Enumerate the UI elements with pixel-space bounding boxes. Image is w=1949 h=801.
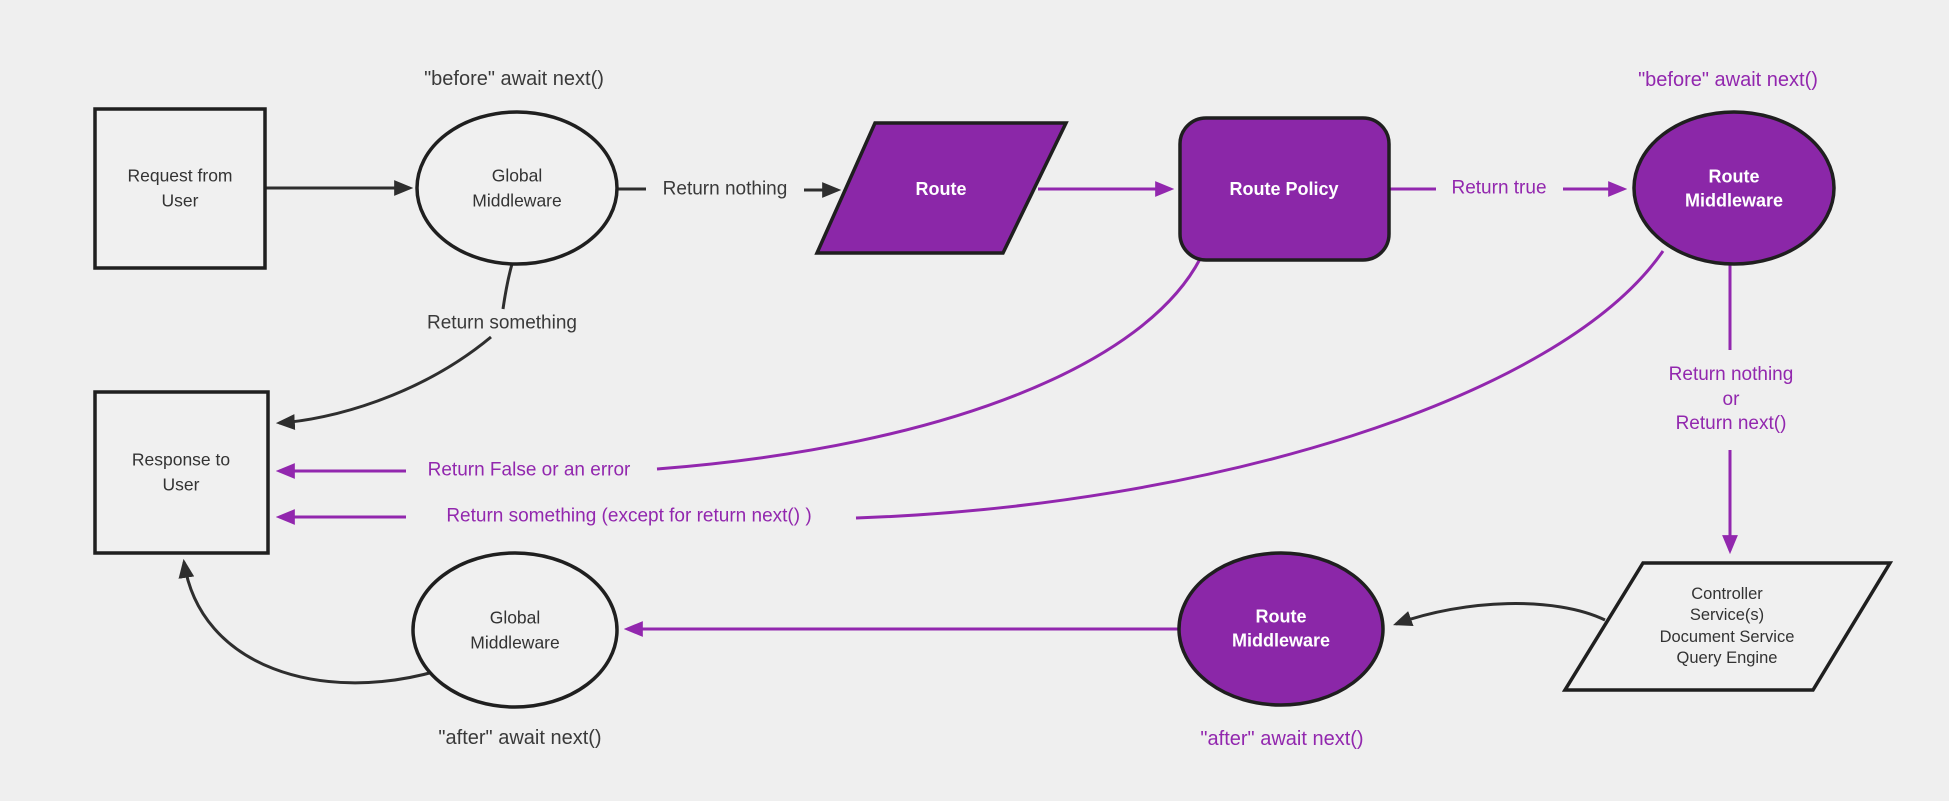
label-return-false-or-an-error: Return False or an error [427, 459, 631, 481]
node-route-middleware-bottom-shape [1177, 551, 1385, 707]
node-response-to-user-shape [93, 390, 270, 555]
edge-global-middleware-bottom-to-response [178, 558, 438, 685]
node-route-middleware-top-shape [1632, 110, 1836, 266]
node-route-policy-shape [1178, 116, 1391, 262]
label-before-await-next-top: "before" await next() [424, 68, 604, 90]
node-request-from-user-shape [93, 107, 267, 270]
node-controller-shape [1561, 561, 1894, 692]
label-before-await-next-right: "before" await next() [1638, 69, 1818, 91]
node-global-middleware-top-shape [415, 110, 619, 266]
edge-global-middleware-top-to-label-return-something [501, 263, 514, 310]
edge-route-policy-to-label-return-false [656, 258, 1202, 471]
node-route-middleware-bottom-label: Route Middleware [1231, 606, 1331, 651]
node-global-middleware-bottom-shape [411, 551, 619, 709]
node-global-middleware-top-label: Global Middleware [472, 165, 562, 211]
label-return-something: Return something [427, 312, 577, 334]
node-request-from-user-label: Request from User [127, 165, 233, 211]
node-route-middleware-top-label: Route Middleware [1684, 166, 1784, 211]
node-controller-label: Controller Service(s) Document Service Q… [1659, 585, 1795, 668]
label-return-something-except: Return something (except for return next… [446, 505, 812, 527]
node-route-shape [814, 121, 1069, 255]
label-after-await-next-purple: "after" await next() [1200, 728, 1364, 750]
edge-label-return-something-to-response [275, 335, 492, 430]
label-after-await-next-black: "after" await next() [438, 727, 602, 749]
node-route-policy-label: Route Policy [1229, 178, 1339, 199]
label-return-nothing: Return nothing [662, 178, 788, 200]
label-return-true: Return true [1451, 177, 1547, 199]
edge-route-middleware-to-label-return-something-except [855, 250, 1665, 520]
node-route-label: Route [915, 178, 967, 199]
label-return-nothing-or-return-next: Return nothing or Return next() [1668, 363, 1794, 435]
node-response-to-user-label: Response to User [131, 449, 231, 495]
node-global-middleware-bottom-label: Global Middleware [470, 607, 560, 653]
edge-controller-to-route-middleware-bottom [1393, 602, 1606, 627]
